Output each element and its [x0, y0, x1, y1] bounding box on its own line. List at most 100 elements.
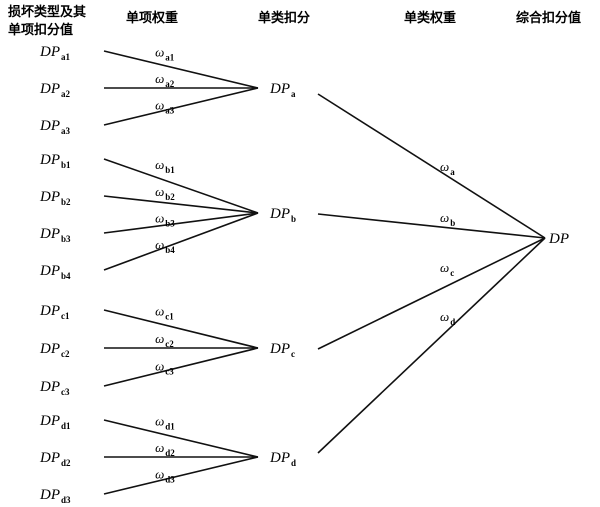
item-line-b4 — [103, 212, 259, 271]
item-label-d1-subscript: d1 — [61, 421, 71, 431]
item-label-a2-base: DP — [39, 81, 60, 97]
weight-label-c1-base: ω — [155, 304, 164, 319]
class-node-c: DPc — [269, 341, 295, 359]
item-label-a1-subscript: a1 — [61, 52, 71, 62]
class-weight-a-base: ω — [440, 159, 449, 174]
weight-label-b4: ωb4 — [155, 237, 175, 255]
weight-label-c1-subscript: c1 — [165, 312, 174, 322]
weight-label-d1-base: ω — [155, 413, 164, 428]
weight-label-a1: ωa1 — [155, 44, 175, 62]
weight-label-c2-base: ω — [155, 331, 164, 346]
item-label-c1-base: DP — [39, 303, 60, 319]
item-line-c3 — [103, 347, 259, 387]
weight-label-b1: ωb1 — [155, 157, 175, 175]
item-line-a3 — [103, 87, 259, 126]
class-weight-a-subscript: a — [450, 167, 455, 177]
item-label-c3-base: DP — [39, 379, 60, 395]
weight-label-b1-base: ω — [155, 157, 164, 172]
class-node-a-subscript: a — [291, 89, 296, 99]
weight-label-d3-base: ω — [155, 467, 164, 482]
item-label-b3: DPb3 — [39, 226, 71, 244]
class-node-a: DPa — [269, 81, 296, 99]
header-damage-type-line1: 损坏类型及其 — [8, 4, 86, 20]
item-label-c1-subscript: c1 — [61, 311, 70, 321]
column-headers: 损坏类型及其 单项扣分值 单项权重 单类扣分 单类权重 综合扣分值 — [8, 4, 581, 38]
weight-label-b3-base: ω — [155, 210, 164, 225]
item-label-b2-base: DP — [39, 189, 60, 205]
item-label-b3-base: DP — [39, 226, 60, 242]
class-node-d-base: DP — [269, 450, 290, 466]
item-label-a2-subscript: a2 — [61, 89, 71, 99]
item-line-b2 — [103, 195, 259, 214]
weight-label-c3-subscript: c3 — [165, 366, 174, 376]
weight-label-a1-subscript: a1 — [165, 52, 175, 62]
item-label-b1-subscript: b1 — [61, 160, 71, 170]
header-class-weight: 单类权重 — [404, 10, 456, 26]
item-label-a1: DPa1 — [39, 44, 71, 62]
header-item-weight: 单项权重 — [126, 10, 178, 26]
item-label-c2-base: DP — [39, 341, 60, 357]
item-label-d2-subscript: d2 — [61, 458, 71, 468]
weight-label-a2-subscript: a2 — [165, 79, 175, 89]
class-weight-b-base: ω — [440, 210, 449, 225]
item-line-b3 — [103, 212, 259, 234]
weight-label-d2-subscript: d2 — [165, 448, 175, 458]
class-node-b: DPb — [269, 206, 296, 224]
weight-label-b2: ωb2 — [155, 184, 175, 202]
weight-label-d1: ωd1 — [155, 413, 175, 431]
item-label-d3-subscript: d3 — [61, 495, 71, 505]
weight-label-d1-subscript: d1 — [165, 421, 175, 431]
item-line-b1 — [103, 158, 259, 214]
header-class-deduction: 单类扣分 — [258, 10, 310, 26]
weight-label-c2-subscript: c2 — [165, 339, 174, 349]
item-label-b2: DPb2 — [39, 189, 71, 207]
weight-label-a1-base: ω — [155, 44, 164, 59]
item-label-b1: DPb1 — [39, 152, 71, 170]
class-weight-a: ωa — [440, 159, 455, 177]
weight-label-a3: ωa3 — [155, 98, 175, 116]
item-label-d3: DPd3 — [39, 487, 71, 505]
item-label-a1-base: DP — [39, 44, 60, 60]
item-label-b1-base: DP — [39, 152, 60, 168]
item-label-d2: DPd2 — [39, 450, 71, 468]
item-label-d1-base: DP — [39, 413, 60, 429]
class-line-a — [317, 93, 546, 239]
item-label-a2: DPa2 — [39, 81, 71, 99]
weight-label-c1: ωc1 — [155, 304, 174, 322]
class-weight-d-subscript: d — [450, 317, 455, 327]
class-line-b — [317, 213, 546, 239]
item-label-c3: DPc3 — [39, 379, 70, 397]
class-weight-c-subscript: c — [450, 268, 454, 278]
item-label-a3: DPa3 — [39, 118, 71, 136]
weight-label-a2-base: ω — [155, 71, 164, 86]
weight-label-c3-base: ω — [155, 358, 164, 373]
weight-label-c3: ωc3 — [155, 358, 174, 376]
item-label-b4: DPb4 — [39, 263, 71, 281]
class-line-d — [317, 237, 546, 454]
class-weight-c-base: ω — [440, 260, 449, 275]
header-damage-type-line2: 单项扣分值 — [8, 22, 73, 38]
item-label-b3-subscript: b3 — [61, 234, 71, 244]
header-overall-deduction: 综合扣分值 — [516, 10, 581, 26]
weight-label-b3: ωb3 — [155, 210, 175, 228]
item-label-d2-base: DP — [39, 450, 60, 466]
weight-label-d2-base: ω — [155, 440, 164, 455]
weight-label-b2-base: ω — [155, 184, 164, 199]
item-label-d1: DPd1 — [39, 413, 71, 431]
final-node-label: DP — [548, 231, 569, 247]
class-line-c — [317, 237, 546, 350]
item-label-a3-subscript: a3 — [61, 126, 71, 136]
class-weight-c: ωc — [440, 260, 454, 278]
class-node-c-subscript: c — [291, 349, 295, 359]
item-label-b2-subscript: b2 — [61, 197, 71, 207]
weight-label-a3-base: ω — [155, 98, 164, 113]
connector-lines — [103, 50, 546, 495]
item-label-c1: DPc1 — [39, 303, 70, 321]
weight-label-b4-base: ω — [155, 237, 164, 252]
item-label-a3-base: DP — [39, 118, 60, 134]
item-label-c3-subscript: c3 — [61, 387, 70, 397]
class-node-a-base: DP — [269, 81, 290, 97]
class-node-b-base: DP — [269, 206, 290, 222]
weight-label-b3-subscript: b3 — [165, 218, 175, 228]
